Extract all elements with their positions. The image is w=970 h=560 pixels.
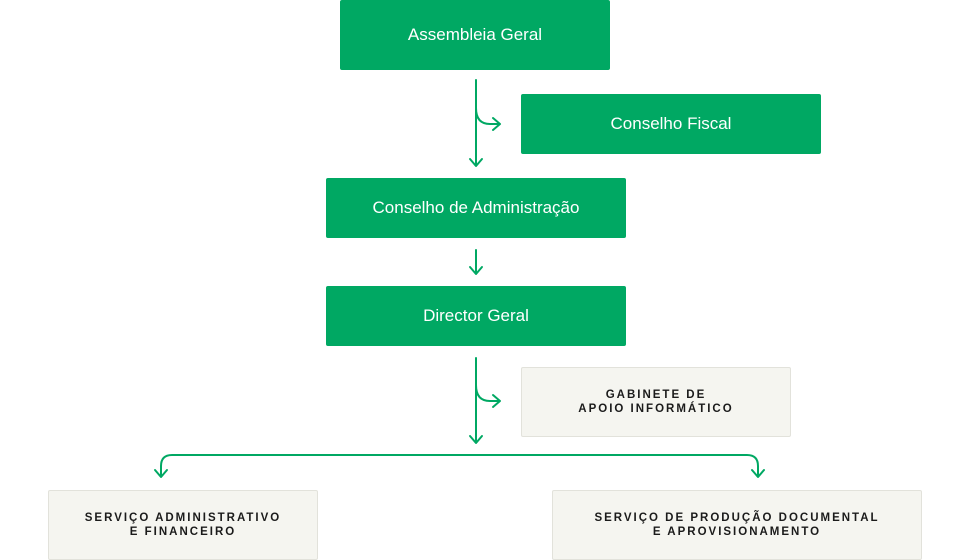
arrowhead-servico-producao [751,469,765,478]
servico-administrativo-line-2: E FINANCEIRO [129,526,237,538]
node-conselho-administracao: Conselho de Administração [326,178,626,238]
node-servico-administrativo-financeiro: SERVIÇO ADMINISTRATIVO E FINANCEIRO [48,490,318,560]
node-conselho-fiscal: Conselho Fiscal [521,94,821,154]
connector-branch-gabinete [475,384,500,402]
node-director-geral: Director Geral [326,286,626,346]
node-assembleia-geral: Assembleia Geral [340,0,610,70]
connector-branch-conselho-fiscal [475,107,500,125]
connector-bus-services [160,454,759,477]
gabinete-line-1: GABINETE DE [605,389,707,401]
node-servico-producao-documental: SERVIÇO DE PRODUÇÃO DOCUMENTAL E APROVIS… [552,490,922,560]
node-gabinete-apoio-informatico: GABINETE DE APOIO INFORMÁTICO [521,367,791,437]
gabinete-line-2: APOIO INFORMÁTICO [578,403,734,415]
servico-producao-line-1: SERVIÇO DE PRODUÇÃO DOCUMENTAL [594,512,880,524]
servico-producao-line-2: E APROVISIONAMENTO [652,526,822,538]
arrowhead-servico-administrativo [154,469,168,478]
arrowhead-director-down [469,435,483,444]
arrowhead-conselho-admin [469,158,483,167]
servico-administrativo-line-1: SERVIÇO ADMINISTRATIVO [84,512,282,524]
arrowhead-gabinete [492,394,501,408]
arrowhead-director [469,266,483,275]
arrowhead-conselho-fiscal [492,117,501,131]
